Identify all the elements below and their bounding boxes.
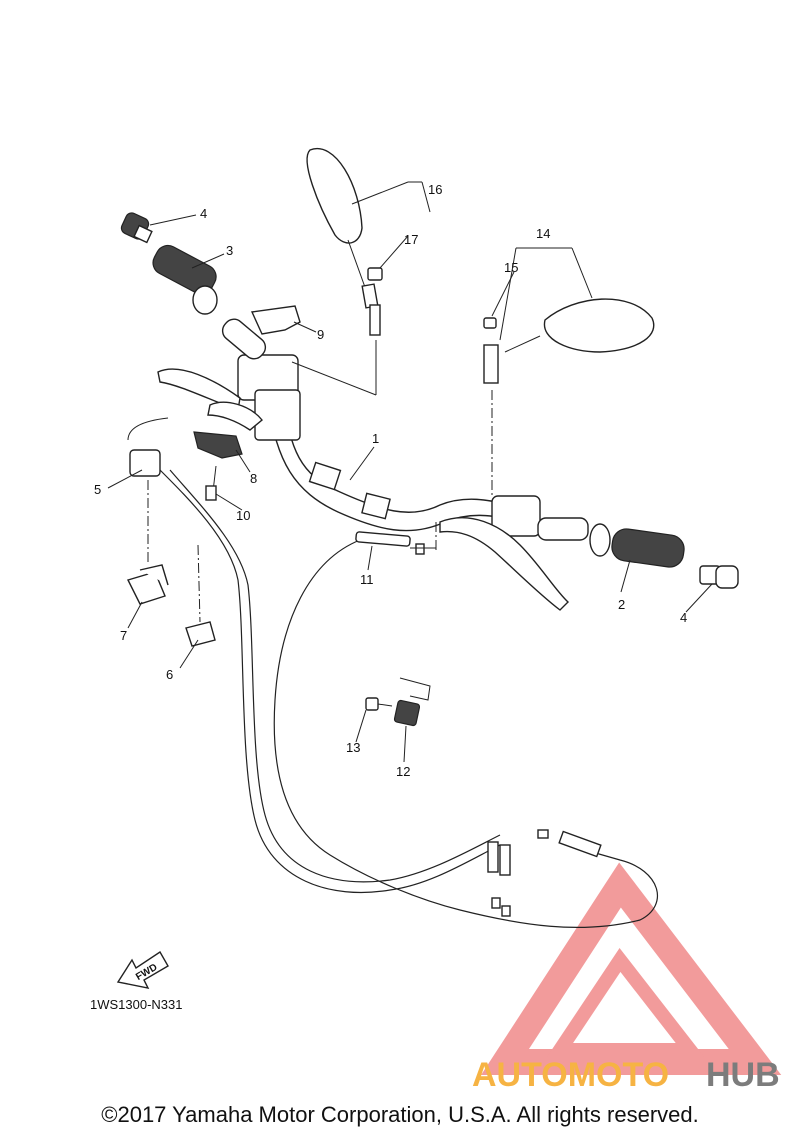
part-clamp-8	[193, 431, 243, 501]
callout-17: 17	[404, 232, 418, 247]
callout-16: 16	[428, 182, 442, 197]
diagram-code: 1WS1300-N331	[90, 997, 183, 1012]
part-cable-11	[355, 531, 425, 555]
callout-9: 9	[317, 327, 324, 342]
part-handlebar	[267, 394, 517, 532]
automotohub-logo: AUTOMOTO HUB	[472, 862, 782, 1094]
leader-lines	[107, 181, 713, 763]
part-left-weight	[120, 212, 153, 244]
callout-2: 2	[618, 597, 625, 612]
callout-4-left: 4	[200, 206, 207, 221]
part-clip-6	[185, 621, 216, 647]
watermark-text-hub: HUB	[706, 1056, 780, 1094]
callout-1: 1	[372, 431, 379, 446]
part-cable-guide-5	[127, 417, 169, 477]
watermark-inner	[546, 948, 705, 1057]
throttle-cables	[159, 469, 658, 929]
part-left-grip	[152, 244, 267, 360]
callout-12: 12	[396, 764, 410, 779]
part-left-mirror	[306, 147, 381, 336]
callout-15: 15	[504, 260, 518, 275]
cable-ends	[487, 829, 602, 917]
callout-11: 11	[360, 572, 374, 587]
fwd-label: FWD	[134, 962, 159, 983]
part-holder-9	[250, 305, 301, 335]
callout-7: 7	[120, 628, 127, 643]
part-left-switch	[157, 354, 301, 441]
reference-lines	[147, 390, 493, 623]
fwd-arrow-icon: FWD	[116, 951, 169, 989]
part-bolt-13	[365, 697, 393, 711]
part-nut-17	[367, 267, 383, 281]
watermark-text-automoto: AUTOMOTO	[472, 1056, 669, 1094]
callout-13: 13	[346, 740, 360, 755]
callout-5: 5	[94, 482, 101, 497]
part-clip-7	[127, 564, 169, 605]
callout-10: 10	[236, 508, 250, 523]
callout-3: 3	[226, 243, 233, 258]
callout-8: 8	[250, 471, 257, 486]
part-right-mirror	[483, 298, 655, 384]
copyright-notice: ©2017 Yamaha Motor Corporation, U.S.A. A…	[101, 1102, 699, 1127]
callout-14: 14	[536, 226, 550, 241]
callout-6: 6	[166, 667, 173, 682]
callout-4-right: 4	[680, 610, 687, 625]
part-switch-12	[393, 677, 431, 727]
callouts: 1 2 3 4 4 5 6 7 8 9 10 11 12 13 14 15 16…	[94, 182, 687, 779]
part-right-switch	[439, 495, 589, 611]
part-right-grip	[589, 523, 685, 568]
watermark-triangle	[481, 862, 782, 1075]
part-right-weight	[699, 565, 739, 589]
